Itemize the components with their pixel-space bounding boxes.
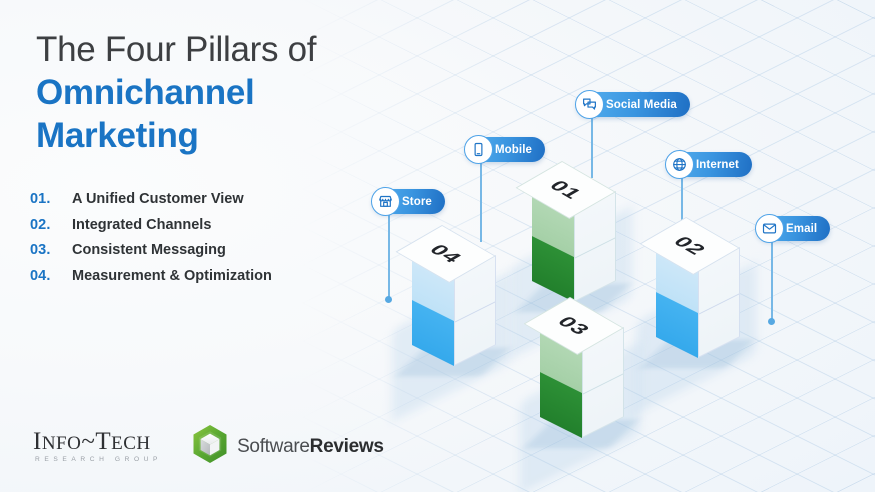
list-item: 02. Integrated Channels <box>30 213 430 239</box>
channel-badge-label: Internet <box>696 158 739 171</box>
channel-badge-mobile[interactable]: Mobile <box>464 135 546 164</box>
list-item-number: 03. <box>30 242 51 258</box>
title-line-1: The Four Pillars of <box>36 30 317 69</box>
title-line-2: Omnichannel <box>36 73 255 113</box>
software-reviews-logo: SoftwareReviews <box>192 424 384 469</box>
channel-badge-social-media[interactable]: Social Media <box>575 90 690 119</box>
connector-line-internet <box>681 176 683 242</box>
channel-badge-internet[interactable]: Internet <box>665 150 752 179</box>
pillar-list: 01. A Unified Customer View 02. Integrat… <box>30 187 430 289</box>
channel-badge-label: Store <box>402 195 432 208</box>
info-tech-tagline: RESEARCH GROUP <box>35 456 163 464</box>
list-item: 04. Measurement & Optimization <box>30 264 430 290</box>
block-face-divider <box>575 237 615 259</box>
info-tech-logo: INFO~TECH RESEARCH GROUP <box>33 429 162 464</box>
list-item-label: Integrated Channels <box>72 216 212 233</box>
mobile-icon <box>464 135 493 164</box>
info-tech-nfo: NFO <box>41 433 82 455</box>
list-item-number: 02. <box>30 216 51 233</box>
channel-badge-email[interactable]: Email <box>755 214 831 243</box>
store-icon <box>371 187 400 216</box>
connector-line-social-media <box>591 116 593 178</box>
list-item-number: 01. <box>30 191 51 207</box>
title-line-3: Marketing <box>36 116 199 156</box>
list-item-label: Measurement & Optimization <box>72 267 272 284</box>
channel-badge-label: Email <box>786 222 818 235</box>
internet-globe-icon <box>665 150 694 179</box>
list-item-label: A Unified Customer View <box>72 191 244 207</box>
connector-line-store <box>388 212 390 298</box>
page-title: The Four Pillars of Omnichannel Marketin… <box>36 28 456 157</box>
software-reviews-bold: Reviews <box>309 435 384 457</box>
software-reviews-light: Software <box>237 435 310 457</box>
channel-badge-label: Social Media <box>606 98 677 111</box>
social-media-icon <box>575 90 604 119</box>
connector-line-email <box>771 240 773 320</box>
block-face-divider <box>455 301 495 323</box>
software-reviews-wordmark: SoftwareReviews <box>237 436 384 458</box>
logo-row: INFO~TECH RESEARCH GROUP <box>33 424 384 469</box>
software-reviews-hex-cube-icon <box>192 424 228 469</box>
info-tech-i: I <box>33 428 42 456</box>
block-face-divider <box>583 373 623 395</box>
info-tech-ech: ECH <box>111 433 151 455</box>
list-item: 01. A Unified Customer View <box>30 187 430 213</box>
channel-badge-store[interactable]: Store <box>371 187 445 216</box>
connector-dot-email <box>768 318 775 325</box>
block-face-divider <box>699 293 739 315</box>
info-tech-tilde: ~ <box>81 428 96 456</box>
email-envelope-icon <box>755 214 784 243</box>
connector-line-mobile <box>480 160 482 242</box>
connector-dot-store <box>385 296 392 303</box>
list-item-number: 04. <box>30 267 51 284</box>
info-tech-wordmark: INFO~TECH <box>33 429 162 454</box>
info-tech-t: T <box>95 428 112 456</box>
list-item: 03. Consistent Messaging <box>30 238 430 264</box>
list-item-label: Consistent Messaging <box>72 242 226 258</box>
channel-badge-label: Mobile <box>495 143 533 156</box>
